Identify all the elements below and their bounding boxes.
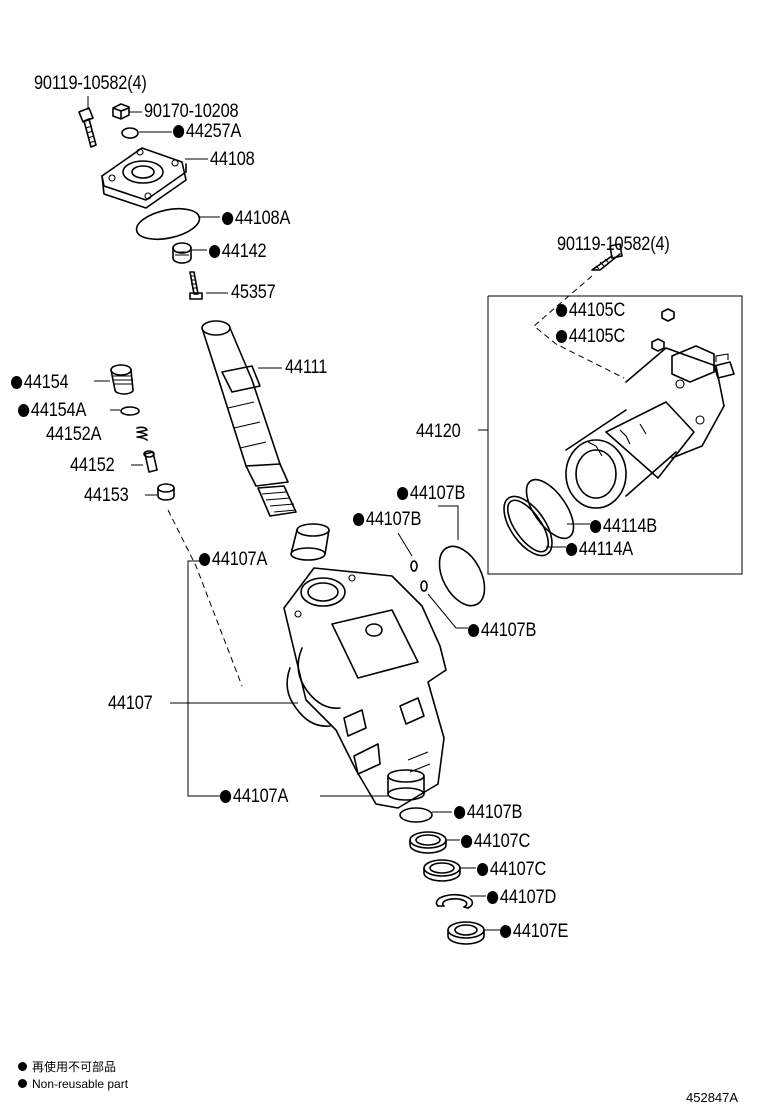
oring-44154a-drawing	[120, 406, 140, 416]
washer-44257a-drawing	[121, 127, 139, 139]
bearing-44107a-upper-drawing	[290, 523, 330, 561]
spring-44152a-drawing	[136, 426, 148, 441]
housing-44107-drawing	[283, 567, 447, 809]
label-44257a: 44257A	[173, 122, 241, 141]
label-90119-10582-right: 90119-10582(4)	[557, 234, 670, 255]
label-44107a-lower: 44107A	[220, 787, 288, 806]
label-44114a: 44114A	[566, 540, 633, 559]
non-reusable-dot-icon	[220, 790, 232, 803]
leader	[438, 505, 459, 540]
legend-japanese: 再使用不可部品	[18, 1061, 116, 1073]
ring-44114b-drawing	[525, 478, 575, 540]
non-reusable-dot-icon	[209, 245, 221, 258]
nut-44142-drawing	[172, 242, 192, 264]
ring-44114a-inner	[506, 499, 550, 553]
valve-44152-drawing	[143, 450, 158, 473]
label-44152: 44152	[70, 455, 115, 476]
label-44107: 44107	[108, 693, 153, 714]
label-44105c-a: 44105C	[556, 301, 625, 320]
label-44108a: 44108A	[222, 209, 290, 228]
nut-44105c-drawing	[661, 308, 675, 322]
oring-44107b-small-drawing	[420, 580, 428, 592]
plug-44154-drawing	[110, 364, 134, 395]
bracket-44107a	[187, 560, 220, 797]
non-reusable-dot-icon	[461, 835, 473, 848]
shaft-44111-drawing	[201, 320, 297, 517]
label-44153: 44153	[84, 485, 129, 506]
oring-44108a-drawing	[135, 207, 201, 241]
seal-44107c-2-drawing	[423, 859, 461, 882]
seal-44107c-1-drawing	[409, 831, 447, 854]
non-reusable-dot-icon	[468, 624, 480, 637]
label-44107c-2: 44107C	[477, 860, 546, 879]
cover-44108-drawing	[101, 147, 187, 209]
bolt-90119-right-drawing	[591, 243, 623, 271]
label-45357: 45357	[231, 282, 276, 303]
label-44154: 44154	[11, 373, 69, 392]
label-44111: 44111	[285, 357, 328, 378]
non-reusable-dot-icon	[556, 330, 568, 343]
seat-44153-drawing	[157, 483, 175, 501]
legend-dot-icon	[18, 1062, 27, 1071]
snapring-44107d-drawing	[435, 893, 474, 909]
non-reusable-dot-icon	[556, 304, 568, 317]
assembly-guide-line	[533, 275, 625, 379]
leader	[397, 532, 413, 557]
oring-44107b-small-drawing	[410, 560, 418, 572]
dustseal-44107e-drawing	[447, 921, 485, 945]
label-44142: 44142	[209, 242, 267, 261]
leader	[427, 593, 468, 629]
non-reusable-dot-icon	[477, 863, 489, 876]
assembly-guide-line	[167, 509, 243, 687]
bolt-90119-top-drawing	[78, 107, 97, 148]
non-reusable-dot-icon	[500, 925, 512, 938]
label-44107b-1: 44107B	[397, 484, 465, 503]
non-reusable-dot-icon	[487, 891, 499, 904]
nut-90170-drawing	[112, 103, 130, 120]
label-44120: 44120	[416, 421, 461, 442]
assembly-44120-box	[487, 295, 743, 575]
label-44108: 44108	[210, 149, 255, 170]
legend-dot-icon	[18, 1079, 27, 1088]
screw-45357-drawing	[189, 271, 203, 300]
label-44114b: 44114B	[590, 517, 657, 536]
non-reusable-dot-icon	[566, 543, 578, 556]
non-reusable-dot-icon	[397, 487, 409, 500]
non-reusable-dot-icon	[11, 376, 23, 389]
bearing-44107a-lower-drawing	[387, 769, 425, 801]
non-reusable-dot-icon	[454, 806, 466, 819]
ring-44114a-drawing	[503, 495, 553, 557]
non-reusable-dot-icon	[199, 553, 211, 566]
label-44107a-upper: 44107A	[199, 550, 267, 569]
oring-44107b-large-drawing	[438, 545, 486, 607]
nut-44105c-drawing	[651, 338, 665, 352]
figure-reference: 452847A	[686, 1090, 739, 1105]
label-44107b-2: 44107B	[353, 510, 421, 529]
non-reusable-dot-icon	[590, 520, 602, 533]
non-reusable-dot-icon	[222, 212, 234, 225]
label-44107b-3: 44107B	[468, 621, 536, 640]
label-90119-10582-top: 90119-10582(4)	[34, 73, 147, 94]
assembly-44120-drawing	[565, 345, 735, 509]
oring-44107b-lower-drawing	[399, 807, 433, 823]
label-90170-10208: 90170-10208	[144, 101, 239, 122]
non-reusable-dot-icon	[173, 125, 185, 138]
label-44105c-b: 44105C	[556, 327, 625, 346]
non-reusable-dot-icon	[18, 404, 30, 417]
non-reusable-dot-icon	[353, 513, 365, 526]
label-44107d: 44107D	[487, 888, 556, 907]
label-44107b-4: 44107B	[454, 803, 522, 822]
label-44154a: 44154A	[18, 401, 86, 420]
label-44152a: 44152A	[46, 424, 102, 445]
label-44107e: 44107E	[500, 922, 568, 941]
legend-english: Non-reusable part	[18, 1078, 128, 1090]
label-44107c-1: 44107C	[461, 832, 530, 851]
